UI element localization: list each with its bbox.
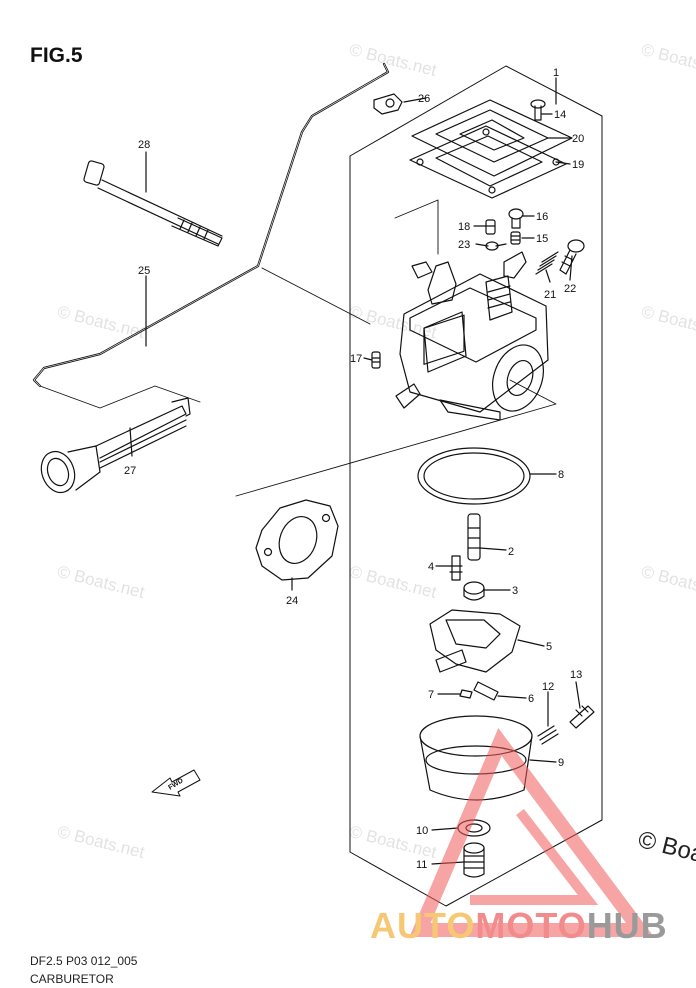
spring-12-part [537, 725, 559, 745]
fwd-arrow [151, 769, 201, 797]
callout-12: 12 [542, 681, 554, 693]
diagram-code: DF2.5 P03 012_005 [30, 954, 138, 968]
callout-8: 8 [558, 469, 564, 481]
callout-3: 3 [512, 585, 518, 597]
callout-15: 15 [536, 233, 548, 245]
callout-21: 21 [544, 289, 556, 301]
pin-6-part [473, 681, 499, 701]
callout-28: 28 [138, 139, 150, 151]
callout-26: 26 [418, 93, 430, 105]
callout-17: 17 [350, 353, 362, 365]
bolt-11-part [463, 842, 485, 878]
callout-1: 1 [553, 67, 559, 79]
nozzle-2-part [467, 513, 481, 561]
callout-19: 19 [572, 159, 584, 171]
figure-title: FIG.5 [30, 44, 83, 67]
leader-line [394, 199, 439, 255]
callout-18: 18 [458, 221, 470, 233]
jet-4-part [449, 555, 463, 581]
screw-23-part [485, 241, 507, 251]
callout-leader [517, 639, 545, 647]
jet-17-part [371, 351, 381, 369]
logo-triangle [409, 728, 654, 937]
callout-6: 6 [528, 693, 534, 705]
logo-text: AUTOMOTOHUB [370, 905, 668, 947]
screw-15-part [510, 231, 521, 245]
logo-text-auto: AUTO [370, 905, 476, 946]
jet-3-part [463, 581, 485, 601]
callout-4: 4 [428, 561, 434, 573]
bolt-28-part [83, 160, 223, 247]
callout-leader [529, 759, 557, 763]
callout-22: 22 [564, 283, 576, 295]
callout-leader [431, 827, 459, 831]
callout-leader [363, 357, 373, 361]
callout-leader [497, 695, 527, 699]
callout-20: 20 [572, 133, 584, 145]
choke-knob-27-part [40, 397, 191, 494]
needle-7-part [459, 689, 473, 699]
callout-leader [479, 547, 507, 551]
callout-leader [569, 255, 573, 281]
carburetor-body-part [395, 251, 549, 421]
screw-18-part [485, 219, 496, 235]
leader-line [39, 385, 201, 409]
callout-23: 23 [458, 239, 470, 251]
spring-21-part [535, 251, 559, 275]
callout-2: 2 [508, 546, 514, 558]
callout-11: 11 [416, 859, 427, 871]
gasket-19-part [409, 125, 567, 199]
callout-16: 16 [536, 211, 548, 223]
screw-16-part [508, 208, 524, 229]
leader-line [261, 267, 371, 325]
clip-26-part [373, 93, 403, 115]
callout-24: 24 [286, 595, 298, 607]
callout-9: 9 [558, 757, 564, 769]
callout-7: 7 [428, 689, 434, 701]
callout-leader [475, 243, 489, 247]
screw-13-part [569, 705, 595, 729]
choke-rod-25-part [32, 62, 390, 388]
callout-leader [545, 269, 551, 283]
diagram-subtitle: CARBURETOR [30, 972, 114, 986]
callout-leader [129, 427, 133, 457]
callout-27: 27 [124, 465, 136, 477]
callout-leader [555, 161, 571, 165]
callout-25: 25 [138, 265, 150, 277]
callout-leader [403, 97, 427, 103]
screw-14-part [530, 99, 546, 121]
logo-text-hub: HUB [586, 905, 668, 946]
float-5-part [429, 609, 521, 673]
leader-line [235, 379, 557, 497]
gasket-24-part [255, 499, 339, 581]
callout-14: 14 [554, 109, 566, 121]
logo-text-moto: MOTO [475, 905, 587, 946]
callout-leader [575, 681, 581, 709]
assembly-outline [349, 65, 603, 907]
callout-5: 5 [546, 641, 552, 653]
callout-10: 10 [416, 825, 428, 837]
callout-13: 13 [570, 669, 582, 681]
o-ring-8-part [417, 447, 531, 505]
